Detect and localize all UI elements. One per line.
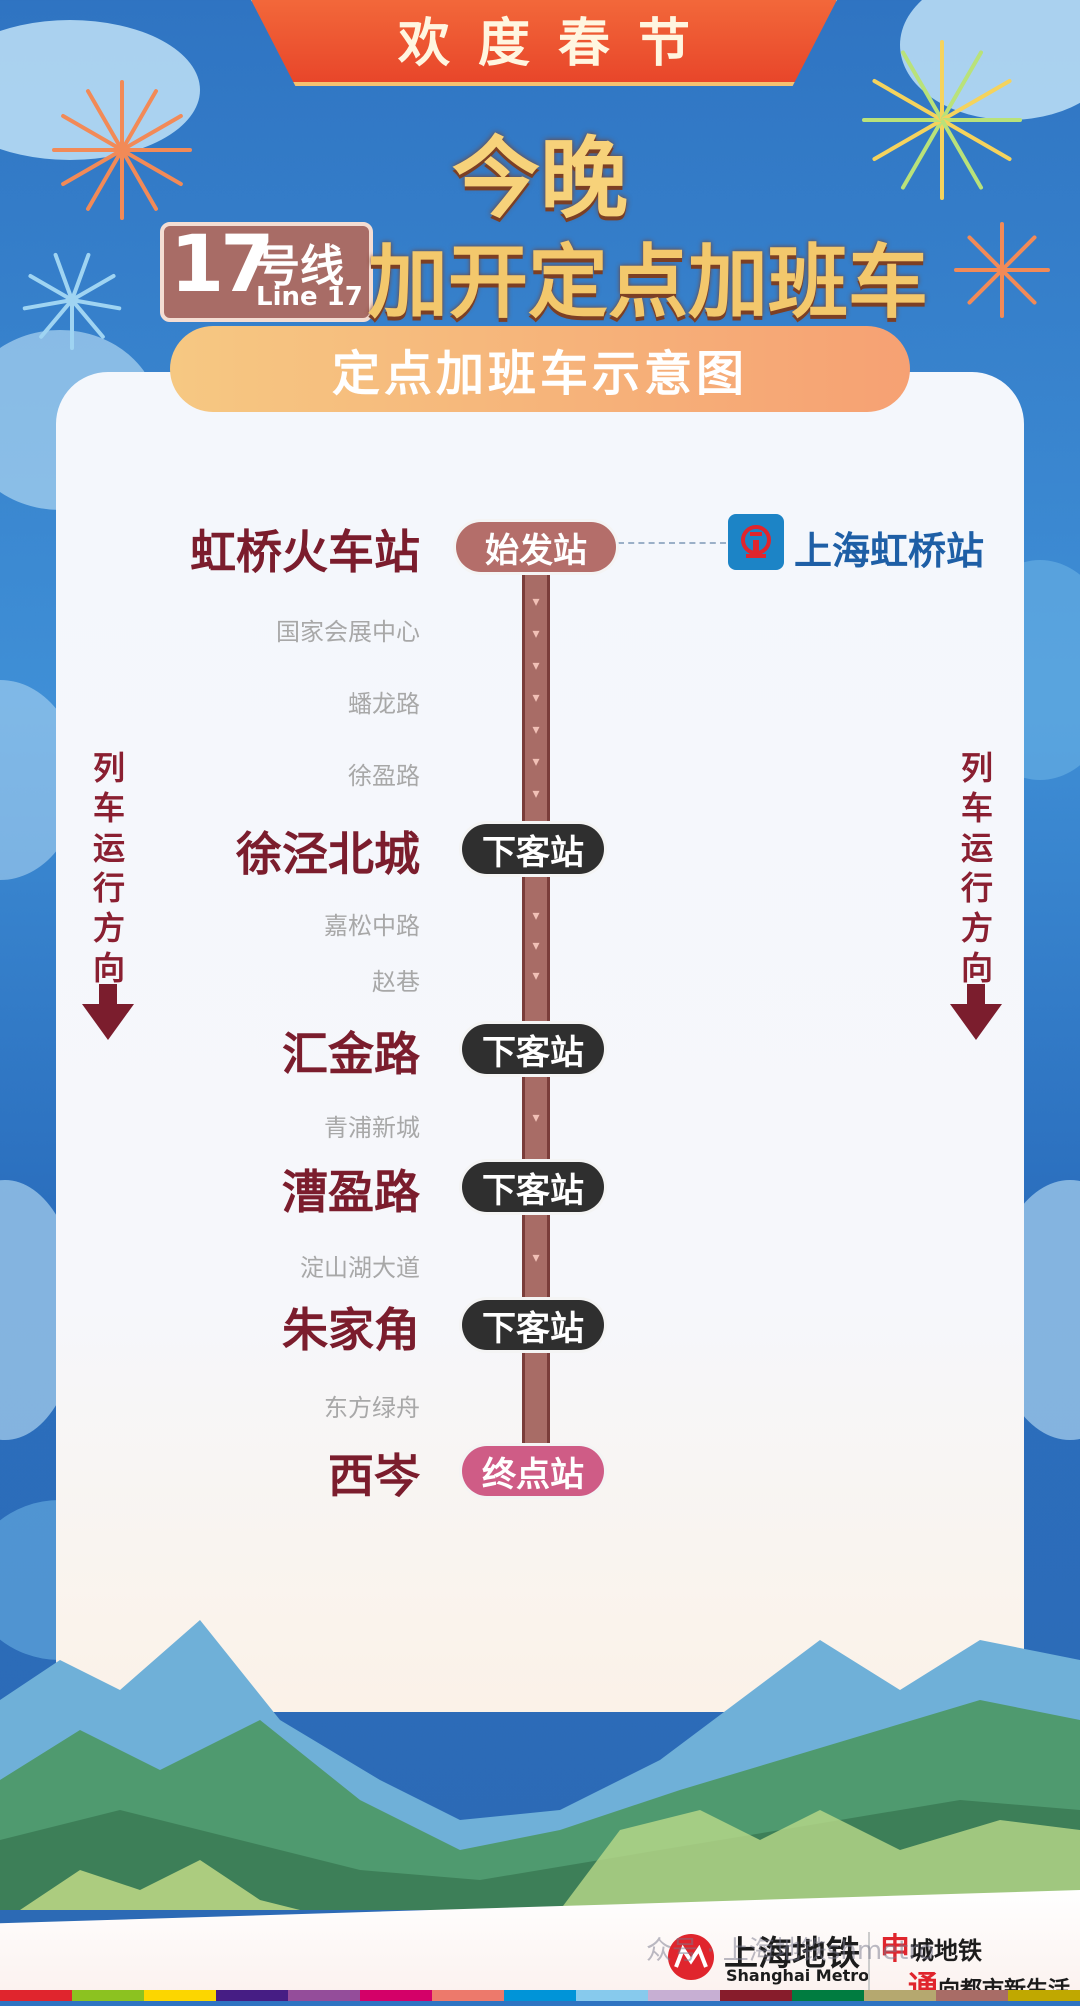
chevron-down-icon: ▾ (532, 658, 540, 674)
chevron-down-icon: ▾ (532, 722, 540, 738)
line-suffix: 号线 (256, 241, 344, 292)
chevron-down-icon: ▾ (532, 938, 540, 954)
major-station-name: 虹桥火车站 (190, 525, 420, 579)
footer-divider (868, 1932, 870, 1990)
schematic-title: 定点加班车示意图 (170, 326, 910, 412)
line-number: 17 (170, 220, 275, 310)
direction-text-left: 列车运行方向 (92, 749, 125, 987)
watermark: 众号 · 上海地铁shmetro (646, 1936, 935, 1966)
transfer-connector (618, 542, 726, 544)
railway-icon (728, 514, 784, 570)
direction-text-right: 列车运行方向 (960, 749, 993, 987)
major-station-name: 徐泾北城 (236, 827, 420, 881)
line-english: Line 17 (256, 282, 363, 312)
direction-label-left: 列车运行方向 (84, 748, 134, 988)
chevron-down-icon: ▾ (532, 690, 540, 706)
page-title: 加开定点加班车 (368, 236, 928, 329)
chevron-down-icon: ▾ (532, 626, 540, 642)
chevron-down-icon: ▾ (532, 594, 540, 610)
metro-name-en: Shanghai Metro (726, 1966, 870, 1985)
metro-name-cn: 上海地铁 (724, 1934, 860, 1974)
minor-station-name: 赵巷 (372, 968, 420, 996)
station-type-badge: 始发站 (456, 522, 616, 572)
minor-station-name: 蟠龙路 (348, 690, 420, 718)
color-strip (0, 1990, 1080, 2001)
festive-banner-text: 欢度春节 (397, 12, 718, 74)
minor-station-name: 徐盈路 (348, 762, 420, 790)
festive-banner: 欢度春节 (248, 0, 840, 86)
chevron-down-icon: ▾ (532, 786, 540, 802)
line-badge: 17 号线 Line 17 (160, 220, 373, 322)
station-type-badge: 下客站 (462, 1300, 604, 1350)
slogan-1-big: 申 (880, 1932, 910, 1967)
minor-station-name: 东方绿舟 (324, 1394, 420, 1422)
station-type-badge: 下客站 (462, 1024, 604, 1074)
slogan-1-rest: 城地铁 (910, 1936, 982, 1965)
chevron-down-icon: ▾ (532, 754, 540, 770)
chevron-down-icon: ▾ (532, 968, 540, 984)
major-station-name: 朱家角 (282, 1303, 420, 1357)
major-station-name: 汇金路 (282, 1027, 420, 1081)
major-station-name: 西岑 (328, 1449, 420, 1503)
minor-station-name: 淀山湖大道 (300, 1254, 420, 1282)
minor-station-name: 嘉松中路 (324, 912, 420, 940)
chevron-down-icon: ▾ (532, 908, 540, 924)
transfer-station-name: 上海虹桥站 (794, 529, 985, 573)
slogan-line-1: 申城地铁 (880, 1924, 982, 1968)
minor-station-name: 青浦新城 (324, 1114, 420, 1142)
arrow-down-icon-left (82, 984, 134, 1040)
shanghai-metro-logo-icon (668, 1934, 714, 1980)
station-type-badge: 下客站 (462, 1162, 604, 1212)
station-type-badge: 下客站 (462, 824, 604, 874)
major-station-name: 漕盈路 (282, 1165, 420, 1219)
minor-station-name: 国家会展中心 (276, 618, 420, 646)
chevron-down-icon: ▾ (532, 1250, 540, 1266)
arrow-down-icon-right (950, 984, 1002, 1040)
tonight-heading: 今晚 (451, 127, 628, 230)
mountain-landscape (0, 1620, 1080, 1910)
direction-label-right: 列车运行方向 (952, 748, 1002, 988)
station-type-badge: 终点站 (462, 1446, 604, 1496)
chevron-down-icon: ▾ (532, 1110, 540, 1126)
